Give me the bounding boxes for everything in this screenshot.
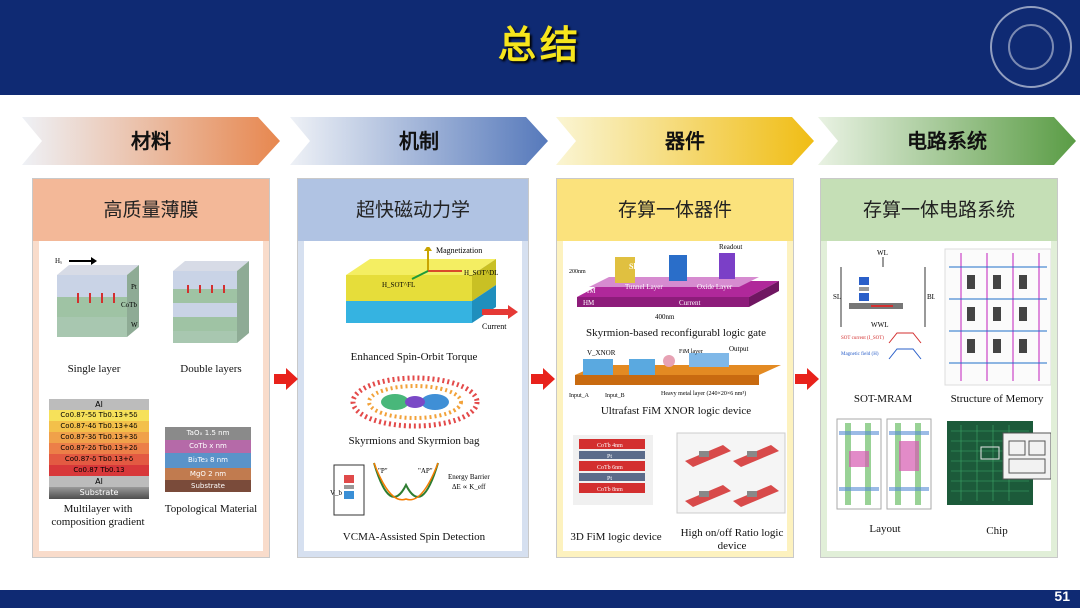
svg-text:V_b: V_b [330,489,343,497]
svg-text:WWL: WWL [871,321,889,329]
svg-text:Magnetization: Magnetization [436,247,482,255]
flow-arrow-icon [795,368,819,390]
svg-text:Hₓ: Hₓ [55,257,63,265]
svg-text:Tunnel Layer: Tunnel Layer [625,283,663,291]
stage-chevron-materials: 材料 [22,117,280,165]
memory-structure-figure [944,248,1051,386]
panel-heading: 存算一体电路系统 [821,179,1057,241]
mechanism-panel: 超快磁动力学 Magnetization H_SOT^DL H_SOT^FL C… [297,178,529,558]
panel-heading: 超快磁动力学 [298,179,528,241]
layout-figure [836,418,932,510]
svg-text:CoTb: CoTb [121,301,137,309]
sot-mram-figure: WL SL BL WWL SOT current (I_SOT) Magneti… [833,249,935,360]
slide-title: 总结 [497,23,582,67]
stage-chevron-devices: 器件 [556,117,814,165]
topological-caption: Topological Material [164,503,258,515]
memory-caption: Structure of Memory [950,393,1044,405]
materials-figures: Hₓ Pt CoTb W Single layer Double layers … [39,241,263,551]
panel-heading: 高质量薄膜 [33,179,269,241]
vcma-caption: VCMA-Assisted Spin Detection [342,531,486,543]
stage-chevron-mechanism: 机制 [290,117,548,165]
xnor-figure: V_XNOR FiM layer Output Input_A Input_B … [569,345,781,399]
svg-text:Input_B: Input_B [605,393,625,399]
onoff-caption: High on/off Ratio logic device [680,527,784,551]
vcma-figure: V_b "P" "AP" Energy Barrier ΔE ∝ K_eff [330,462,490,516]
xnor-caption: Ultrafast FiM XNOR logic device [600,405,752,417]
skyrmion-gate-figure: Readout Skyrmion Tunnel Layer Oxide Laye… [569,243,779,321]
svg-text:Magnetic field (H): Magnetic field (H) [841,352,879,357]
svg-text:Oxide Layer: Oxide Layer [697,283,733,291]
skyrmion-gate-caption: Skyrmion-based reconfigurabl logic gate [586,327,766,339]
page-number: 51 [1054,588,1070,604]
double-layers-caption: Double layers [180,363,242,375]
single-layer-caption: Single layer [67,363,121,375]
svg-text:SOT current (I_SOT): SOT current (I_SOT) [841,336,884,341]
chip-figure [947,421,1051,505]
title-bar [0,0,1080,95]
chip-caption: Chip [986,525,1008,537]
svg-text:"AP": "AP" [418,467,433,475]
stage-chevron-circuits: 电路系统 [818,117,1076,165]
circuits-panel: 存算一体电路系统 WL SL BL WWL SOT current (I_SOT… [820,178,1058,558]
svg-text:Pt: Pt [607,454,612,460]
svg-text:Pt: Pt [131,283,137,291]
svg-text:SL: SL [833,293,841,301]
stage-label: 材料 [131,129,171,153]
skyrmion-caption: Skyrmions and Skyrmion bag [348,435,480,447]
svg-text:BL: BL [927,293,935,301]
multilayer-caption: Multilayer with composition gradient [51,503,145,528]
footer-bar [0,590,1080,608]
svg-text:FIM: FIM [583,287,596,295]
flow-arrow-icon [531,368,555,390]
svg-text:W: W [131,321,138,329]
double-layers-figure [173,261,249,343]
flow-arrow-icon [274,368,298,390]
svg-text:ΔE ∝ K_eff: ΔE ∝ K_eff [452,483,486,491]
svg-text:H_SOT^DL: H_SOT^DL [464,269,498,277]
single-layer-figure: Hₓ Pt CoTb W [55,257,139,337]
svg-text:Input_A: Input_A [569,393,590,399]
gradient-multilayer-figure: Al Co0.87-5δ Tb0.13+5δ Co0.87-4δ Tb0.13+… [49,399,149,499]
svg-text:Skyrmion: Skyrmion [629,262,663,271]
svg-text:CoTb 4nm: CoTb 4nm [597,443,623,449]
stage-label: 电路系统 [907,129,987,153]
sot-caption: Enhanced Spin-Orbit Torque [350,351,478,363]
devices-figures: Readout Skyrmion Tunnel Layer Oxide Laye… [563,241,787,551]
svg-text:Current: Current [482,322,507,331]
svg-text:HM: HM [583,299,595,307]
svg-text:H_SOT^FL: H_SOT^FL [382,281,415,289]
svg-text:Current: Current [679,299,700,307]
sot-mram-caption: SOT-MRAM [853,393,913,405]
svg-text:WL: WL [877,249,888,257]
svg-text:CoTb 8nm: CoTb 8nm [597,487,623,493]
sot-figure: Magnetization H_SOT^DL H_SOT^FL Current [346,247,518,331]
devices-panel: 存算一体器件 Readout Skyrmion Tunnel Layer Oxi… [556,178,794,558]
fim3d-figure: CoTb 4nm Pt CoTb 6nm Pt CoTb 8nm [573,435,653,505]
university-seal-icon [990,6,1072,88]
circuits-figures: WL SL BL WWL SOT current (I_SOT) Magneti… [827,241,1051,551]
fim3d-caption: 3D FiM logic device [570,531,662,543]
panel-heading: 存算一体器件 [557,179,793,241]
svg-text:"P": "P" [378,467,388,475]
svg-text:Output: Output [729,345,749,353]
skyrmion-figure [350,375,480,429]
svg-text:400nm: 400nm [655,313,675,321]
materials-panel: 高质量薄膜 Hₓ Pt CoTb W Single layer [32,178,270,558]
mechanism-figures: Magnetization H_SOT^DL H_SOT^FL Current … [304,241,522,551]
svg-text:FiM layer: FiM layer [679,349,703,355]
svg-text:Heavy metal layer (240×20×6 nm: Heavy metal layer (240×20×6 nm³) [661,390,746,397]
svg-text:Pt: Pt [607,476,612,482]
stage-label: 机制 [399,129,439,153]
svg-text:CoTb 6nm: CoTb 6nm [597,465,623,471]
svg-text:200nm: 200nm [569,269,586,275]
svg-text:Energy Barrier: Energy Barrier [448,473,490,481]
topological-figure: TaOₓ 1.5 nm CoTb x nm Bi₂Te₃ 8 nm MgO 2 … [165,427,251,492]
svg-text:Readout: Readout [719,243,742,251]
onoff-figure [676,432,786,514]
layout-caption: Layout [869,523,901,535]
stage-label: 器件 [665,129,705,153]
svg-text:V_XNOR: V_XNOR [587,349,616,357]
